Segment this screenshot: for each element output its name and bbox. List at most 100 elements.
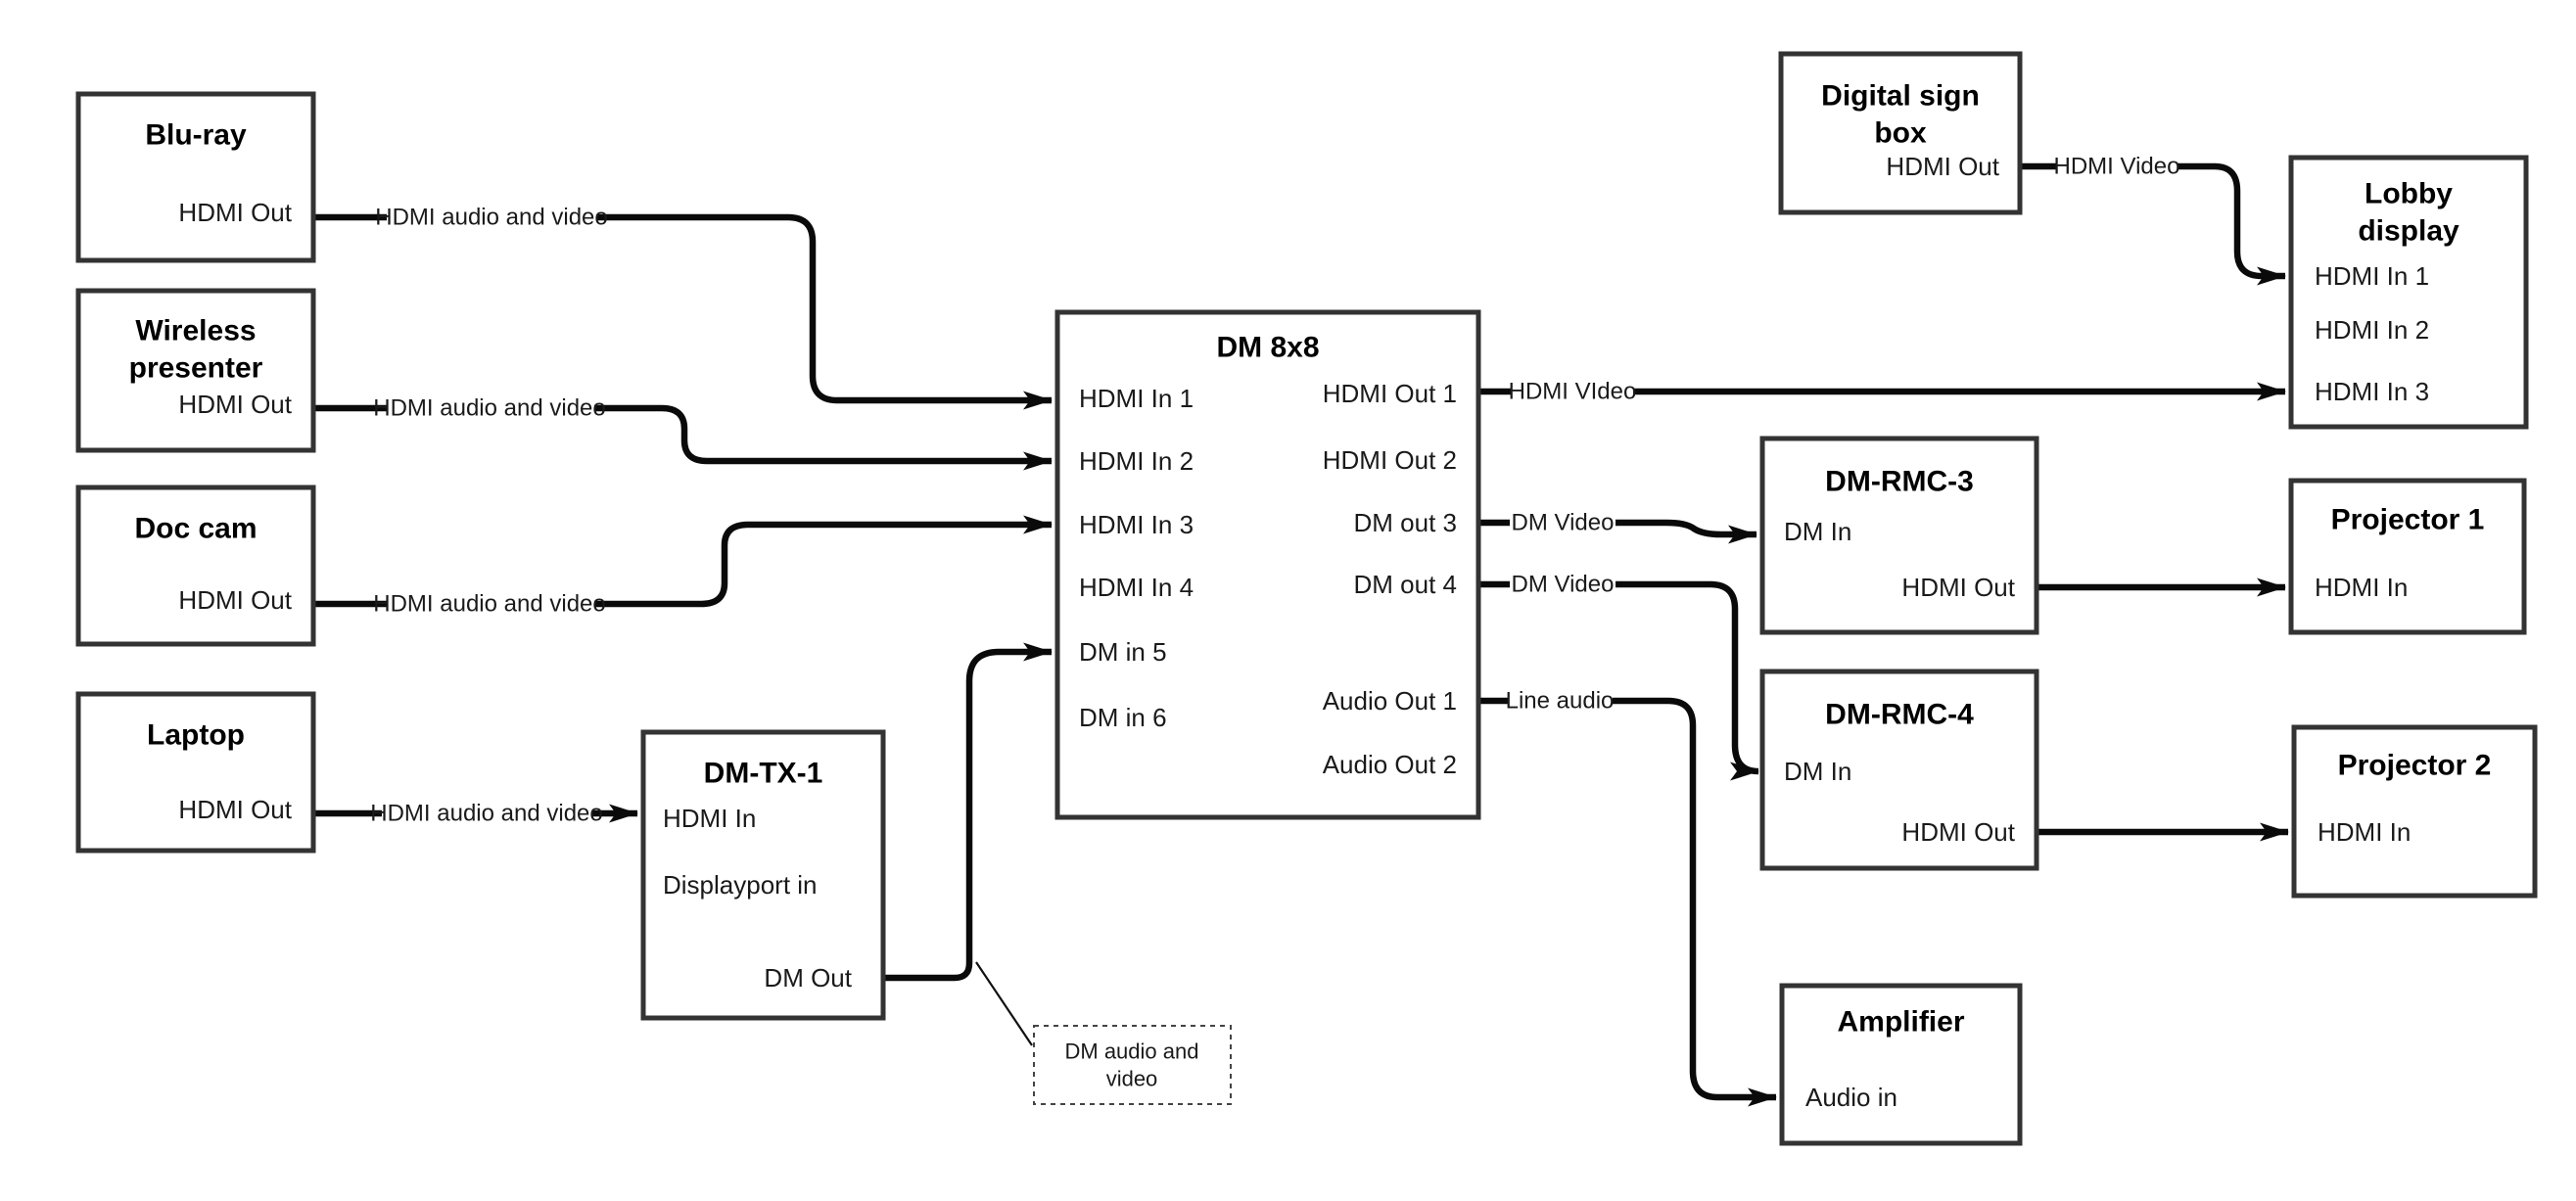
- edge-label-dm8x8-audio1-to-amplifier: Line audio: [1506, 688, 1615, 715]
- edge-doccam-to-dm8x8-in3: HDMI audio and video: [314, 515, 1053, 618]
- edge-dm8x8-audio1-to-amplifier-segment-1: [1613, 697, 1777, 1107]
- node-dm-rmc-4-port-dm-in: DM In: [1784, 757, 1851, 786]
- node-dm-8x8-port-dm-out-4: DM out 4: [1354, 570, 1458, 599]
- node-dm-rmc-4-box: [1759, 669, 2039, 871]
- node-dm-8x8-port-hdmi-out-2: HDMI Out 2: [1323, 445, 1457, 475]
- callout-text-line-1: DM audio and: [1065, 1039, 1199, 1064]
- node-projector-2-box: [2291, 724, 2538, 899]
- node-digital-sign-box-box: [1778, 51, 2023, 215]
- node-dm-rmc-4-title-line-0: DM-RMC-4: [1825, 699, 1974, 731]
- node-wireless-presenter-port-hdmi-out: HDMI Out: [178, 390, 292, 419]
- node-dm-rmc-3: DM-RMC-3 DM In HDMI Out: [1759, 436, 2039, 635]
- node-lobby-display-title-line-1: display: [2358, 215, 2459, 248]
- node-dm-tx-1-port-displayport-in: Displayport in: [663, 870, 818, 900]
- node-dm-tx-1-title-line-0: DM-TX-1: [704, 758, 823, 790]
- edge-label-digitalsign-to-lobby-in1: HDMI Video: [2054, 154, 2180, 180]
- callout-box: [1033, 1025, 1232, 1105]
- node-amplifier-box: [1779, 983, 2023, 1146]
- edge-doccam-to-dm8x8-in3-segment-1: [594, 515, 1053, 608]
- node-dm-8x8-port-hdmi-in-3: HDMI In 3: [1079, 510, 1194, 539]
- edge-label-laptop-to-dmtx1-hdmi-in: HDMI audio and video: [370, 801, 602, 827]
- node-dm-rmc-3-title-line-0: DM-RMC-3: [1825, 466, 1974, 498]
- callout-layer: DM audio and video: [975, 961, 1232, 1105]
- edge-label-dm8x8-out4-to-rmc4-dmin: DM Video: [1512, 572, 1615, 598]
- edge-digitalsign-to-lobby-in1-segment-1: [2178, 162, 2286, 286]
- node-dm-8x8-port-hdmi-in-1: HDMI In 1: [1079, 384, 1194, 413]
- node-amplifier-title-line-0: Amplifier: [1837, 1006, 1964, 1039]
- node-dm-8x8-port-dm-out-3: DM out 3: [1354, 508, 1458, 537]
- edge-wireless-to-dm8x8-in2: HDMI audio and video: [314, 395, 1053, 471]
- node-wireless-presenter-box: [75, 288, 316, 453]
- node-projector-1-box: [2288, 478, 2527, 635]
- node-dm-8x8-port-hdmi-in-4: HDMI In 4: [1079, 573, 1194, 602]
- node-dm-8x8-port-dm-in-6: DM in 6: [1079, 703, 1167, 732]
- callout-text-line-2: video: [1106, 1067, 1158, 1091]
- node-dm-8x8-port-audio-out-2: Audio Out 2: [1323, 750, 1457, 779]
- node-digital-sign-box-title-line-1: box: [1874, 117, 1927, 150]
- edge-dm8x8-out4-to-rmc4-dmin: DM Video: [1480, 572, 1759, 781]
- node-dm-8x8-port-hdmi-out-1: HDMI Out 1: [1323, 379, 1457, 408]
- edge-blu-ray-to-dm8x8-in1-segment-1: [597, 213, 1053, 410]
- node-amplifier-port-audio-in: Audio in: [1805, 1083, 1897, 1112]
- node-dm-8x8-box: [1054, 309, 1481, 820]
- edge-dmtx1-dmout-to-dm8x8-in5-segment-0: [884, 642, 1053, 982]
- edge-label-dm8x8-out1-to-lobby-in3: HDMI VIdeo: [1509, 379, 1637, 405]
- edge-dm8x8-out1-to-lobby-in3: HDMI VIdeo: [1480, 379, 2286, 405]
- node-blu-ray-title-line-0: Blu-ray: [145, 119, 247, 152]
- edge-wireless-to-dm8x8-in2-segment-1: [594, 404, 1053, 471]
- edge-digitalsign-to-lobby-in1: HDMI Video: [2021, 154, 2286, 286]
- node-digital-sign-box-title-line-0: Digital sign: [1821, 80, 1980, 113]
- node-lobby-display-box: [2288, 155, 2529, 430]
- node-doc-cam-box: [75, 485, 316, 647]
- node-blu-ray-box: [75, 91, 316, 263]
- node-lobby-display-title-line-0: Lobby: [2365, 178, 2453, 210]
- edge-dm8x8-out3-to-rmc3-dmin-segment-1: [1616, 519, 1757, 544]
- node-projector-1-title-line-0: Projector 1: [2331, 504, 2485, 536]
- node-dm-8x8-port-hdmi-in-2: HDMI In 2: [1079, 446, 1194, 476]
- node-laptop-title-line-0: Laptop: [147, 719, 245, 752]
- node-doc-cam-port-hdmi-out: HDMI Out: [178, 585, 292, 615]
- node-wireless-presenter-title-line-0: Wireless: [135, 315, 256, 347]
- node-dm-rmc-3-port-hdmi-out: HDMI Out: [1901, 573, 2015, 602]
- edge-dm8x8-audio1-to-amplifier: Line audio: [1480, 688, 1777, 1107]
- edge-blu-ray-to-dm8x8-in1: HDMI audio and video: [314, 205, 1053, 410]
- node-lobby-display-port-hdmi-in-1: HDMI In 1: [2315, 261, 2429, 291]
- node-digital-sign-box-port-hdmi-out: HDMI Out: [1886, 152, 1999, 181]
- edge-dm8x8-out4-to-rmc4-dmin-segment-1: [1616, 580, 1759, 781]
- node-laptop-box: [75, 691, 316, 854]
- node-projector-1: Projector 1 HDMI In: [2288, 478, 2527, 635]
- edge-dmtx1-dmout-to-dm8x8-in5: [884, 642, 1053, 982]
- edge-label-blu-ray-to-dm8x8-in1: HDMI audio and video: [375, 205, 607, 231]
- node-dm-8x8-port-dm-in-5: DM in 5: [1079, 637, 1167, 667]
- node-projector-1-port-hdmi-in: HDMI In: [2315, 573, 2408, 602]
- node-dm-tx-1-box: [640, 729, 886, 1021]
- edge-label-dm8x8-out3-to-rmc3-dmin: DM Video: [1512, 510, 1615, 536]
- node-laptop-port-hdmi-out: HDMI Out: [178, 795, 292, 824]
- node-lobby-display-port-hdmi-in-2: HDMI In 2: [2315, 315, 2429, 345]
- callout-leader-line: [975, 961, 1033, 1046]
- node-dm-tx-1-port-hdmi-in: HDMI In: [663, 804, 756, 833]
- node-blu-ray-port-hdmi-out: HDMI Out: [178, 198, 292, 227]
- node-projector-2-title-line-0: Projector 2: [2338, 750, 2492, 782]
- node-dm-rmc-3-port-dm-in: DM In: [1784, 517, 1851, 546]
- edge-dm8x8-out3-to-rmc3-dmin: DM Video: [1480, 510, 1757, 544]
- node-dm-rmc-4-port-hdmi-out: HDMI Out: [1901, 817, 2015, 847]
- node-wireless-presenter-title-line-1: presenter: [129, 352, 263, 385]
- node-dm-8x8-title-line-0: DM 8x8: [1216, 332, 1319, 364]
- node-dm-rmc-4: DM-RMC-4 DM In HDMI Out: [1759, 669, 2039, 871]
- edge-laptop-to-dmtx1-hdmi-in: HDMI audio and video: [314, 801, 638, 827]
- node-dm-8x8-port-audio-out-1: Audio Out 1: [1323, 686, 1457, 716]
